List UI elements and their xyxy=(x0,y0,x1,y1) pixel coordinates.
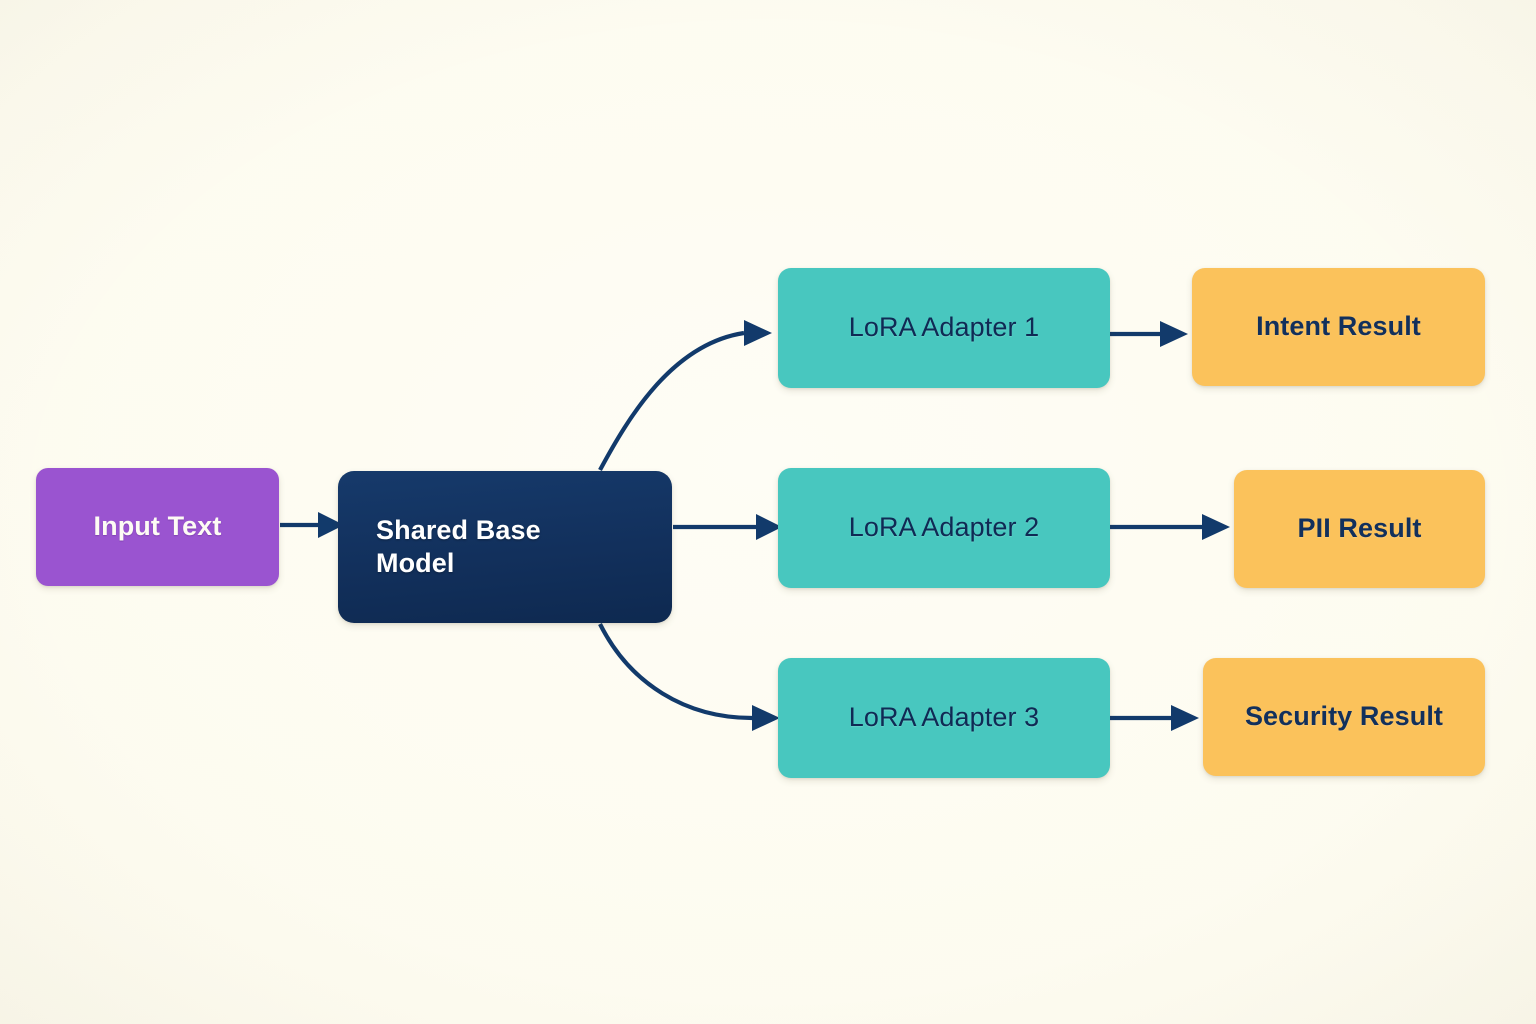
node-base-label-line-2: Model xyxy=(376,548,455,578)
node-base-label-line-1: Shared Base xyxy=(376,514,541,545)
edge-base-to-adapter-2 xyxy=(673,514,782,540)
node-lora-adapter-3-label: LoRA Adapter 3 xyxy=(848,702,1040,733)
edge-base-to-adapter-1 xyxy=(598,320,772,471)
edge-adapter-1-to-result-1 xyxy=(1110,321,1188,347)
node-lora-adapter-2-label: LoRA Adapter 2 xyxy=(848,512,1040,543)
node-lora-adapter-1[interactable]: LoRA Adapter 1 xyxy=(778,268,1110,388)
node-shared-base-model-label: Shared Base Model xyxy=(338,514,672,581)
node-pii-result-label: PII Result xyxy=(1297,513,1422,544)
edge-base-to-adapter-3 xyxy=(598,623,780,731)
node-input-text[interactable]: Input Text xyxy=(36,468,279,586)
edge-adapter-3-to-result-3 xyxy=(1110,705,1199,731)
node-intent-result[interactable]: Intent Result xyxy=(1192,268,1485,386)
node-input-text-label: Input Text xyxy=(93,511,222,542)
edge-adapter-2-to-result-2 xyxy=(1110,514,1230,540)
node-lora-adapter-2[interactable]: LoRA Adapter 2 xyxy=(778,468,1110,588)
node-lora-adapter-3[interactable]: LoRA Adapter 3 xyxy=(778,658,1110,778)
edge-input-to-base xyxy=(280,512,344,538)
node-security-result-label: Security Result xyxy=(1244,701,1444,732)
node-shared-base-model[interactable]: Shared Base Model xyxy=(338,471,672,623)
node-lora-adapter-1-label: LoRA Adapter 1 xyxy=(848,312,1040,343)
node-security-result[interactable]: Security Result xyxy=(1203,658,1485,776)
node-intent-result-label: Intent Result xyxy=(1256,311,1421,342)
node-pii-result[interactable]: PII Result xyxy=(1234,470,1485,588)
